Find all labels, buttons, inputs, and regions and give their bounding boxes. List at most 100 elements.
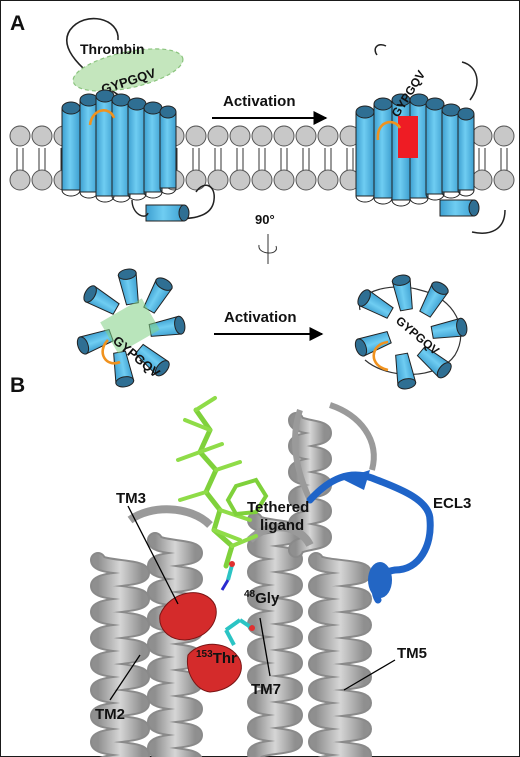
- tm5-leader: [343, 659, 396, 691]
- helix-left-1: [61, 101, 81, 197]
- receptor-active: GYPGQV: [355, 43, 506, 234]
- tm3-leader: [127, 505, 179, 605]
- ecl2-top-left: [101, 339, 121, 365]
- ligand-bond: [194, 396, 217, 412]
- helix-right-6: [441, 103, 461, 199]
- top-helix-right-4: [430, 317, 468, 339]
- ligand-bond: [197, 427, 213, 455]
- lipid-head: [9, 125, 31, 147]
- top-view-active: GYPGQV: [354, 274, 468, 390]
- ecl3-helix-turn: [368, 562, 392, 598]
- tethered-ligand-label-2: ligand: [260, 517, 304, 534]
- top-helix-right-2: [391, 274, 413, 312]
- active-site-red: [398, 116, 418, 158]
- helix-left-7: [159, 105, 177, 195]
- lipid-head: [251, 125, 273, 147]
- tethered-ligand-label: Tethered: [247, 499, 309, 516]
- lipid-head: [9, 169, 31, 191]
- ligand-bond: [214, 460, 242, 472]
- ligand-bond: [230, 534, 258, 548]
- receptor-inactive: Thrombin GYPGQV: [61, 17, 215, 222]
- rotation-label: 90°: [255, 212, 275, 227]
- helix-left-4: [111, 93, 131, 203]
- helix-right-5: [425, 97, 445, 201]
- helix-left-6: [143, 101, 163, 199]
- helix-left-3: [95, 89, 115, 203]
- activation-label-top: Activation: [223, 93, 296, 110]
- ligand-bond: [203, 489, 223, 513]
- ecl2-loop-right: [376, 120, 402, 141]
- lipid-head: [185, 125, 207, 147]
- lipid-head: [185, 169, 207, 191]
- ecl2-loop-left: [88, 109, 116, 126]
- top-helix-right-6: [395, 352, 417, 390]
- tm2-label: TM2: [95, 706, 125, 723]
- top-helix-right-7: [354, 330, 392, 357]
- top-helix-right-5: [416, 345, 452, 379]
- tm3-red-segment-2: [186, 643, 242, 693]
- helix-bundle-left: [61, 89, 177, 203]
- top-view-inactive: GYPGQV: [76, 268, 186, 388]
- top-helix-left-1: [83, 285, 120, 315]
- ligand-bond: [198, 442, 224, 454]
- ribbon-loop: [127, 505, 213, 529]
- gly-residue: [220, 561, 235, 591]
- ligand-bond: [176, 450, 202, 462]
- n-terminus-right: [461, 61, 478, 101]
- ribbon-tm2: [89, 552, 151, 757]
- helix-right-1: [355, 105, 375, 203]
- ligand-bond: [223, 543, 235, 569]
- lipid-head: [471, 125, 493, 147]
- lipid-head: [295, 125, 317, 147]
- tm3-label: TM3: [116, 490, 146, 507]
- lipid-head: [493, 169, 515, 191]
- thrombin-top-view: [100, 298, 160, 354]
- tethered-ligand-sticks: [176, 396, 269, 569]
- top-helix-left-6: [113, 350, 135, 388]
- tm5-label: TM5: [397, 645, 427, 662]
- ligand-bond: [203, 467, 219, 495]
- lipid-head: [273, 125, 295, 147]
- lipid-head: [493, 125, 515, 147]
- icl-left: [131, 199, 149, 217]
- lipid-head: [229, 125, 251, 147]
- top-helix-left-4: [148, 315, 186, 337]
- lipid-head: [207, 169, 229, 191]
- rotation-arrow-icon: [258, 244, 277, 254]
- lipid-head: [207, 125, 229, 147]
- panel-a-letter: A: [10, 12, 25, 35]
- helix-right-2: [373, 97, 393, 205]
- ribbon-loop: [328, 402, 377, 471]
- lipid-head: [295, 169, 317, 191]
- c-terminus-right: [471, 209, 506, 234]
- ligand-ring: [225, 477, 269, 517]
- cleaved-fragment: [374, 43, 387, 56]
- activation-label-bottom: Activation: [224, 309, 297, 326]
- lipid-head: [31, 169, 53, 191]
- ecl3-arrow: [342, 470, 370, 490]
- ecl3-label: ECL3: [433, 495, 471, 512]
- lipid-head: [471, 169, 493, 191]
- lipid-head: [273, 169, 295, 191]
- lipid-head: [317, 169, 339, 191]
- ribbon-loop: [292, 409, 313, 502]
- panel-b-letter: B: [10, 374, 25, 397]
- thrombin-label: Thrombin: [80, 41, 145, 57]
- tm7-leader: [259, 617, 271, 677]
- helix-bundle-right: [355, 93, 475, 207]
- helix-left-2: [79, 93, 99, 199]
- ribbon-tm3: [146, 532, 204, 757]
- ribbon-tm5: [307, 552, 373, 757]
- ligand-bond: [183, 418, 212, 432]
- lipid-head: [31, 125, 53, 147]
- ribbon-structure: [89, 396, 434, 757]
- ligand-bond: [178, 490, 208, 502]
- lipid-head: [317, 125, 339, 147]
- ligand-bond: [212, 528, 242, 542]
- lipid-head: [251, 169, 273, 191]
- ecl2-top-right: [372, 340, 389, 372]
- helix-right-7: [457, 107, 475, 197]
- top-helix-left-2: [117, 268, 139, 306]
- helix-left-5: [127, 97, 147, 201]
